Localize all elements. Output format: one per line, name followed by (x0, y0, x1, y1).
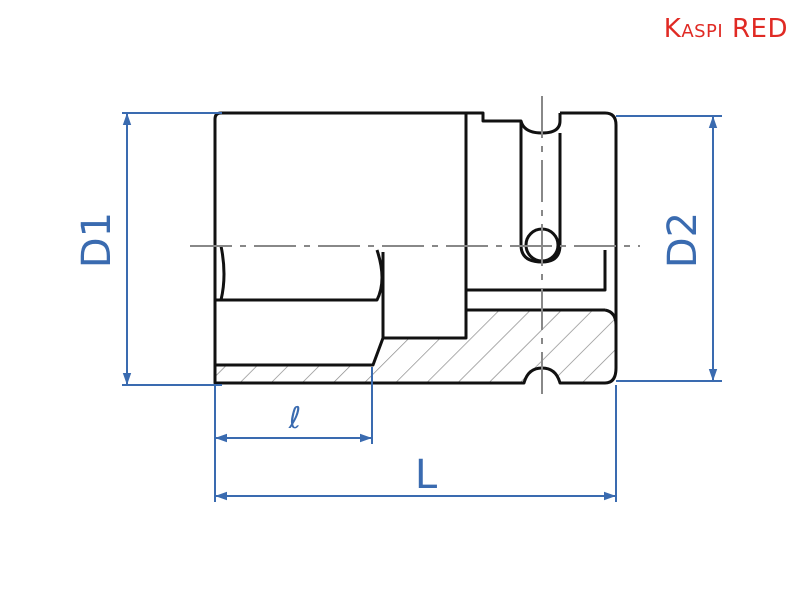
center-lines (190, 96, 640, 395)
brand-logo: Kaspi RED (663, 14, 788, 44)
dim-label-d2: D2 (660, 212, 706, 268)
dim-label-l: L (415, 452, 438, 498)
dim-label-d1: D1 (74, 212, 120, 268)
dim-label-l-small: ℓ (288, 401, 301, 436)
dimension-lines (122, 112, 722, 502)
socket-outline (213, 111, 618, 385)
hatched-section (215, 310, 616, 383)
